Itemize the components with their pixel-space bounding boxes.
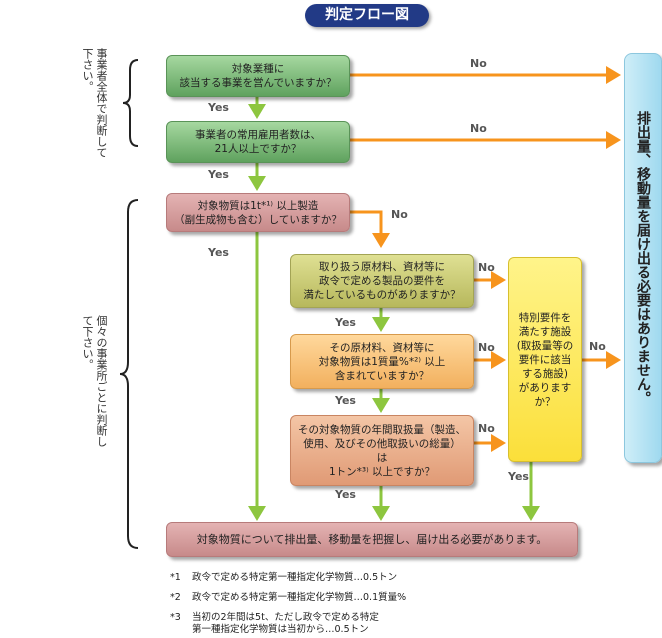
edge-label-special-yes: Yes [508, 470, 529, 483]
question-manufacture-amount: 対象物質は1t*¹⁾ 以上製造 （副生成物も含む）していますか？ [166, 193, 350, 232]
footnote-2-text: 政令で定める特定第一種指定化学物質…0.1質量% [192, 592, 407, 603]
brace-bottom [119, 199, 139, 549]
question-special-facility: 特別要件を 満たす施設 (取扱量等の 要件に該当 する施設) があります か？ [508, 257, 582, 462]
edge-label-q5-yes: Yes [335, 394, 356, 407]
result-no-report: 排出量、移動量を届け出る必要はありません。 [624, 53, 662, 463]
footnote-1: *1 政令で定める特定第一種指定化学物質…0.5トン [170, 572, 397, 584]
edge-label-q6-yes: Yes [335, 488, 356, 501]
question-product-requirements: 取り扱う原材料、資材等に 政令で定める製品の要件を 満たしているものがありますか… [290, 254, 474, 308]
footnote-3-mark: *3 [170, 612, 181, 623]
footnote-1-text: 政令で定める特定第一種指定化学物質…0.5トン [192, 572, 398, 583]
edge-label-q1-no: No [470, 57, 487, 70]
arrow-q3-no [348, 210, 390, 248]
edge-label-q2-no: No [470, 122, 487, 135]
edge-label-q3-yes: Yes [208, 246, 229, 259]
edge-label-q5-no: No [478, 341, 495, 354]
footnote-1-mark: *1 [170, 572, 181, 583]
left-label-office: 個々の事業所ごとに判断して下さい。 [81, 315, 108, 447]
footnote-3: *3 当初の2年間は5t、ただし政令で定める特定 第一種指定化学物質は当初から…0… [170, 612, 379, 636]
question-content-percentage: その原材料、資材等に 対象物質は1質量%*²⁾ 以上 含まれていますか？ [290, 334, 474, 389]
edge-label-q1-yes: Yes [208, 101, 229, 114]
question-employee-count: 事業者の常用雇用者数は、 21人以上ですか？ [166, 121, 350, 163]
question-target-industry: 対象業種に 該当する事業を営んでいますか？ [166, 55, 350, 97]
edge-label-q2-yes: Yes [208, 168, 229, 181]
result-no-report-label: 排出量、移動量を届け出る必要はありません。 [635, 111, 651, 405]
edge-label-q3-no: No [391, 208, 408, 221]
page-title: 判定フロー図 [305, 4, 429, 27]
edge-label-special-no: No [589, 340, 606, 353]
question-annual-handling: その対象物質の年間取扱量（製造、 使用、及びその他取扱いの総量） は 1トン*³… [290, 415, 474, 486]
footnote-2: *2 政令で定める特定第一種指定化学物質…0.1質量% [170, 592, 406, 604]
footnote-2-mark: *2 [170, 592, 181, 603]
left-label-company: 事業者全体で判断して下さい。 [81, 48, 108, 158]
footnote-3-text: 当初の2年間は5t、ただし政令で定める特定 第一種指定化学物質は当初から…0.5… [192, 612, 379, 635]
brace-top [122, 59, 139, 147]
edge-label-q4-no: No [478, 261, 495, 274]
result-must-report: 対象物質について排出量、移動量を把握し、届け出る必要があります。 [166, 522, 578, 557]
edge-label-q6-no: No [478, 422, 495, 435]
edge-label-q4-yes: Yes [335, 316, 356, 329]
